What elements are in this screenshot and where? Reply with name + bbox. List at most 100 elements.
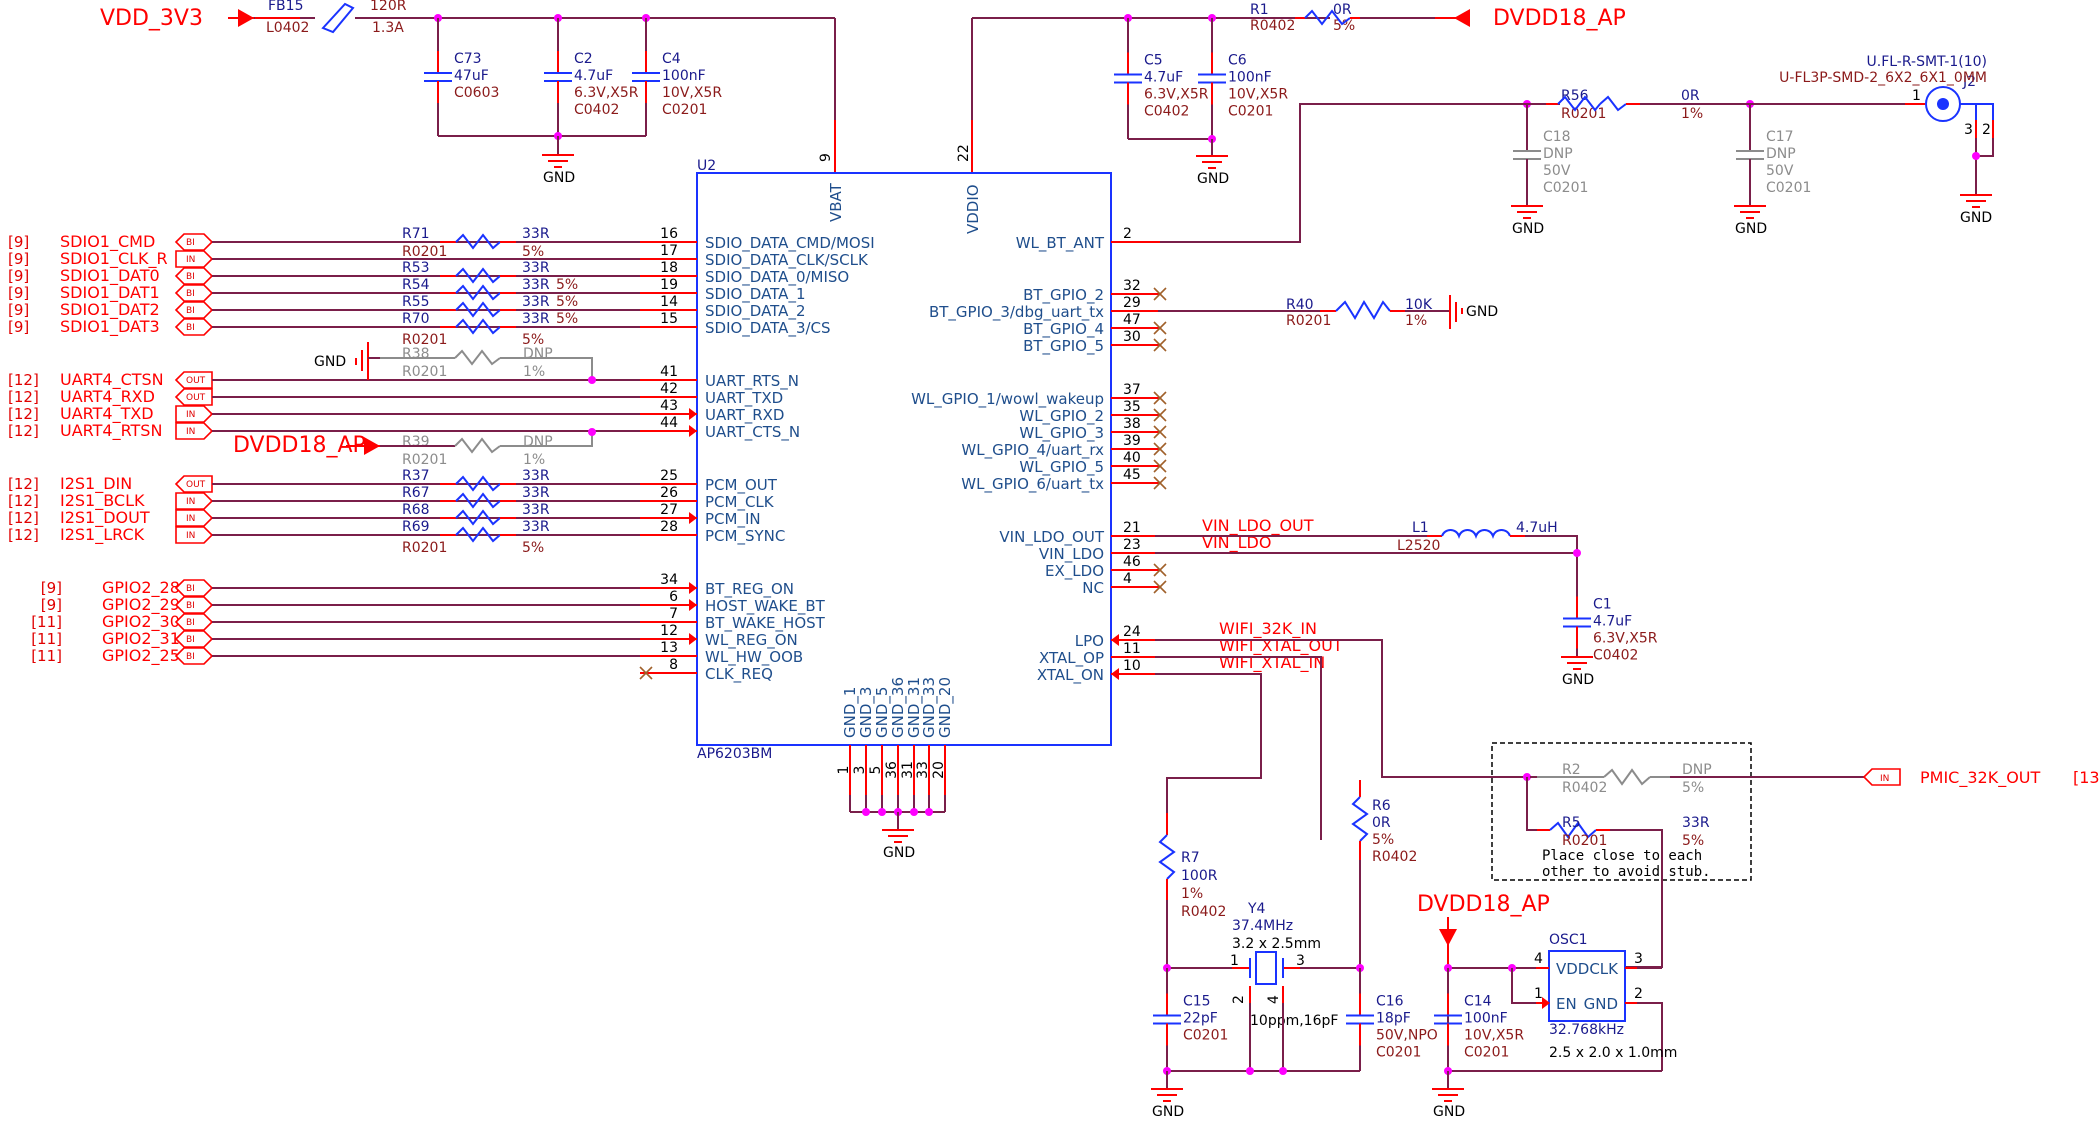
u2-pin-2[interactable]: 2WL_BT_ANT <box>1016 226 1158 253</box>
resistor-r40[interactable]: R40 R0201 10K 1% GND <box>1158 295 1498 329</box>
ferrite-bead-fb15[interactable]: FB15 L0402 120R 1.3A <box>254 0 835 36</box>
resistor-r39[interactable]: R39 R0201 DNP 1% <box>380 428 596 468</box>
r40-package: R0201 <box>1286 313 1331 329</box>
resistor-r7[interactable]: R7 100R 1% R0402 <box>1158 813 1226 968</box>
connector-j2[interactable]: J2 U.FL-R-SMT-1(10) U-FL3P-SMD-2_6X2_6X1… <box>1779 54 1994 226</box>
net-name: UART4_RXD <box>60 387 155 407</box>
resistor-r1[interactable]: R1 R0402 0R 5% <box>1250 2 1360 34</box>
resistor-r38[interactable]: R38 R0201 DNP 1% <box>380 346 596 384</box>
pmic-32k-port[interactable]: IN PMIC_32K_OUT [13] <box>1862 768 2099 788</box>
resistor-r6[interactable]: R6 0R 5% R0402 <box>1351 780 1417 968</box>
resistor-r56[interactable]: R56 R0201 0R 1% <box>1546 88 1703 122</box>
capacitor-c18-value: DNP <box>1543 146 1573 162</box>
u2-pin-4[interactable]: 4NC <box>1082 571 1167 597</box>
resistor-designator: R37 <box>402 468 430 484</box>
crystal-y4[interactable]: Y4 37.4MHz 3.2 x 2.5mm 1 3 2 4 10ppm,16p… <box>1163 901 1364 1071</box>
oscillator-osc1[interactable]: OSC1 4 1 3 2 VDD EN CLK GND 32.768kHz 2.… <box>1534 932 1677 1071</box>
